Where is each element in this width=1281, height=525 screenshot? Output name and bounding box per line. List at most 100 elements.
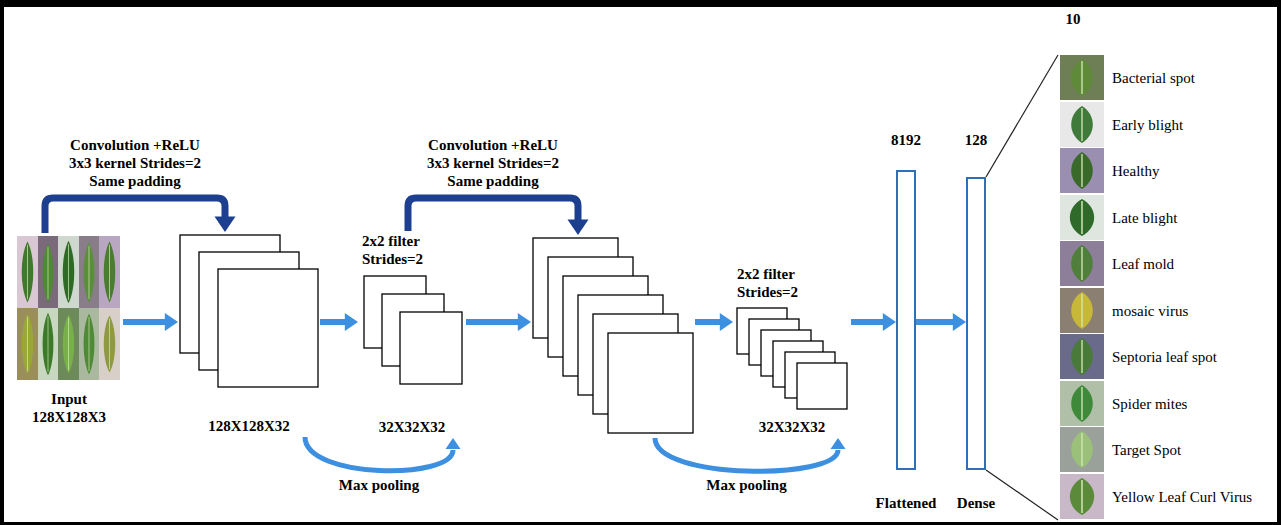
class-item: Target Spot [1058, 427, 1276, 473]
class-name: Healthy [1112, 162, 1159, 180]
image-tile [58, 236, 79, 308]
leaf [1071, 152, 1093, 189]
leaf [1071, 338, 1093, 375]
connector [916, 313, 966, 331]
layer-name: Flattened [876, 494, 937, 512]
arrowhead [215, 217, 236, 232]
arrowhead [345, 313, 358, 331]
connector-line [45, 198, 225, 233]
layer-note: 2x2 filter Strides=2 [737, 265, 809, 301]
leaf [1071, 385, 1093, 422]
connector-line [305, 437, 453, 471]
feature-maps [180, 235, 847, 433]
thumbnail [1060, 102, 1104, 147]
feature-map-stack [531, 236, 695, 436]
leaf [63, 241, 74, 304]
image-tile [17, 236, 38, 308]
feature-map [797, 363, 847, 409]
leaf [1070, 199, 1094, 236]
connector-line [408, 198, 578, 231]
input-images [17, 236, 120, 380]
class-name: Spider mites [1112, 395, 1187, 413]
leaf [1071, 292, 1093, 329]
class-item: Early blight [1058, 102, 1276, 148]
class-name: mosaic virus [1112, 302, 1188, 320]
class-item: mosaic virus [1058, 288, 1276, 334]
output-count: 10 [1066, 10, 1081, 28]
class-name: Early blight [1112, 116, 1183, 134]
spacer [733, 301, 851, 412]
image-tile [79, 308, 99, 380]
image-tile [99, 236, 120, 308]
connector [320, 313, 358, 331]
leaf [22, 314, 33, 375]
leaf [1070, 478, 1094, 515]
frame-bar [0, 0, 4, 525]
spacer [358, 268, 466, 388]
arrowhead [720, 313, 733, 331]
image-tile [99, 308, 120, 380]
leaf [43, 313, 54, 376]
dimension-label: 128X128X32 [178, 417, 320, 435]
connector [655, 438, 846, 471]
class-item: Late blight [1058, 195, 1276, 241]
dimension-label: 32X32X32 [358, 418, 466, 436]
connector-line [986, 55, 1058, 177]
image-tile [38, 308, 58, 380]
image-tile [79, 236, 99, 308]
thumbnail [1060, 381, 1104, 426]
class-item: Septoria leaf spot [1058, 334, 1276, 380]
class-item: Bacterial spot [1058, 55, 1276, 101]
connector-line [655, 438, 838, 471]
connector [986, 470, 1058, 520]
frame-bar [1277, 0, 1281, 525]
connector [466, 313, 531, 331]
connector [408, 198, 589, 235]
arrowhead [831, 438, 846, 449]
arrowhead [165, 313, 178, 331]
flatten-layer: 8192Flattened [896, 170, 916, 470]
connector-line [320, 319, 348, 325]
edge-label: Convolution +ReLU 3x3 kernel Strides=2 S… [423, 136, 563, 190]
connector [305, 437, 461, 471]
leaf [84, 243, 95, 303]
arrowhead [883, 313, 896, 331]
pooled-map-stack: 2x2 filter Strides=232X32X32 [358, 232, 466, 436]
spacer [178, 233, 320, 391]
layer-size: 8192 [891, 131, 921, 149]
arrowhead [953, 313, 966, 331]
leaf [63, 315, 74, 374]
arrowhead [568, 220, 589, 235]
class-name: Septoria leaf spot [1112, 348, 1217, 366]
connector [45, 198, 236, 233]
connector [695, 313, 733, 331]
thumbnail [1060, 195, 1104, 240]
pooled-map-stack: 2x2 filter Strides=232X32X32 [733, 265, 851, 436]
leaf [84, 314, 95, 375]
spacer [15, 234, 123, 384]
class-name: Late blight [1112, 209, 1177, 227]
edge-label: Max pooling [704, 476, 788, 494]
feature-map [400, 312, 462, 384]
leaf [104, 242, 115, 303]
edge-label: Convolution +ReLU 3x3 kernel Strides=2 S… [65, 136, 205, 190]
leaf [22, 242, 33, 303]
image-tile [38, 236, 58, 308]
frame-bar [0, 522, 1281, 525]
leaf [1071, 245, 1093, 282]
leaf [43, 244, 54, 303]
image-tile [17, 308, 38, 380]
thumbnail [1060, 474, 1104, 519]
feature-map [218, 269, 318, 387]
frame-bar [0, 0, 1281, 7]
connector-line [986, 470, 1058, 520]
class-item: Healthy [1058, 148, 1276, 194]
thumbnail [1060, 241, 1104, 286]
image-tile [58, 308, 79, 380]
class-item: Yellow Leaf Curl Virus [1058, 474, 1276, 520]
feature-map [608, 333, 693, 433]
class-name: Yellow Leaf Curl Virus [1112, 488, 1252, 506]
